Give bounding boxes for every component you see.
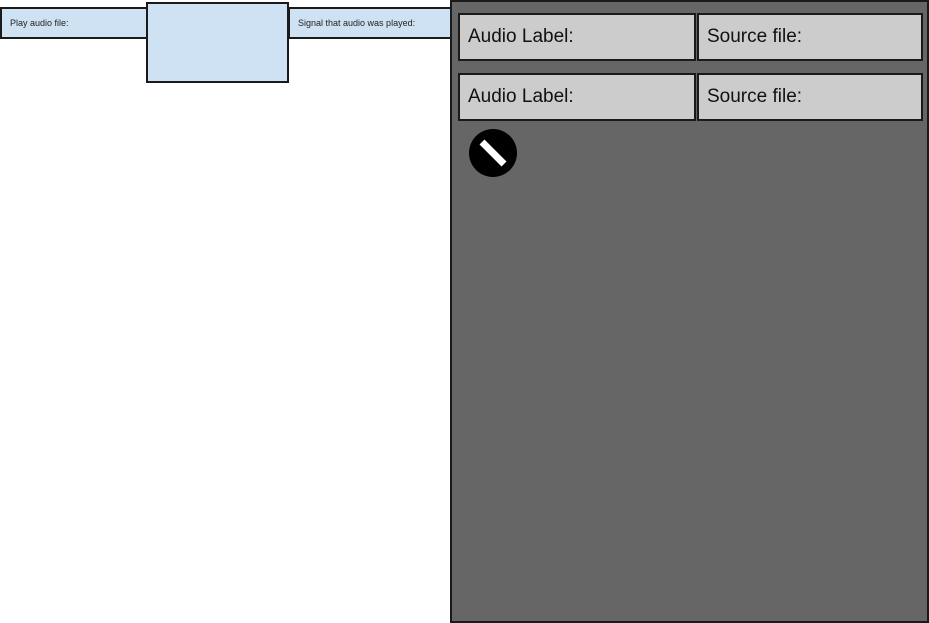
no-entry-icon <box>469 129 517 177</box>
input-port-play-audio[interactable]: Play audio file: <box>0 7 149 39</box>
audio-node-body[interactable] <box>146 2 289 83</box>
audio-label-text-2: Audio Label: <box>468 86 574 107</box>
audio-node: Play audio file: Signal that audio was p… <box>0 0 454 84</box>
audio-label-field-2[interactable]: Audio Label: <box>458 73 696 121</box>
audio-properties-panel: Audio Label: Source file: Audio Label: S… <box>450 0 929 623</box>
output-port-label: Signal that audio was played: <box>298 18 416 28</box>
audio-label-text-1: Audio Label: <box>468 26 574 47</box>
source-file-field-1[interactable]: Source file: <box>697 13 923 61</box>
source-file-field-2[interactable]: Source file: <box>697 73 923 121</box>
output-port-signal-played[interactable]: Signal that audio was played: <box>288 7 454 39</box>
source-file-text-2: Source file: <box>707 86 803 107</box>
input-port-label: Play audio file: <box>10 18 69 28</box>
audio-label-field-1[interactable]: Audio Label: <box>458 13 696 61</box>
remove-audio-button[interactable] <box>468 128 518 178</box>
source-file-text-1: Source file: <box>707 26 803 47</box>
